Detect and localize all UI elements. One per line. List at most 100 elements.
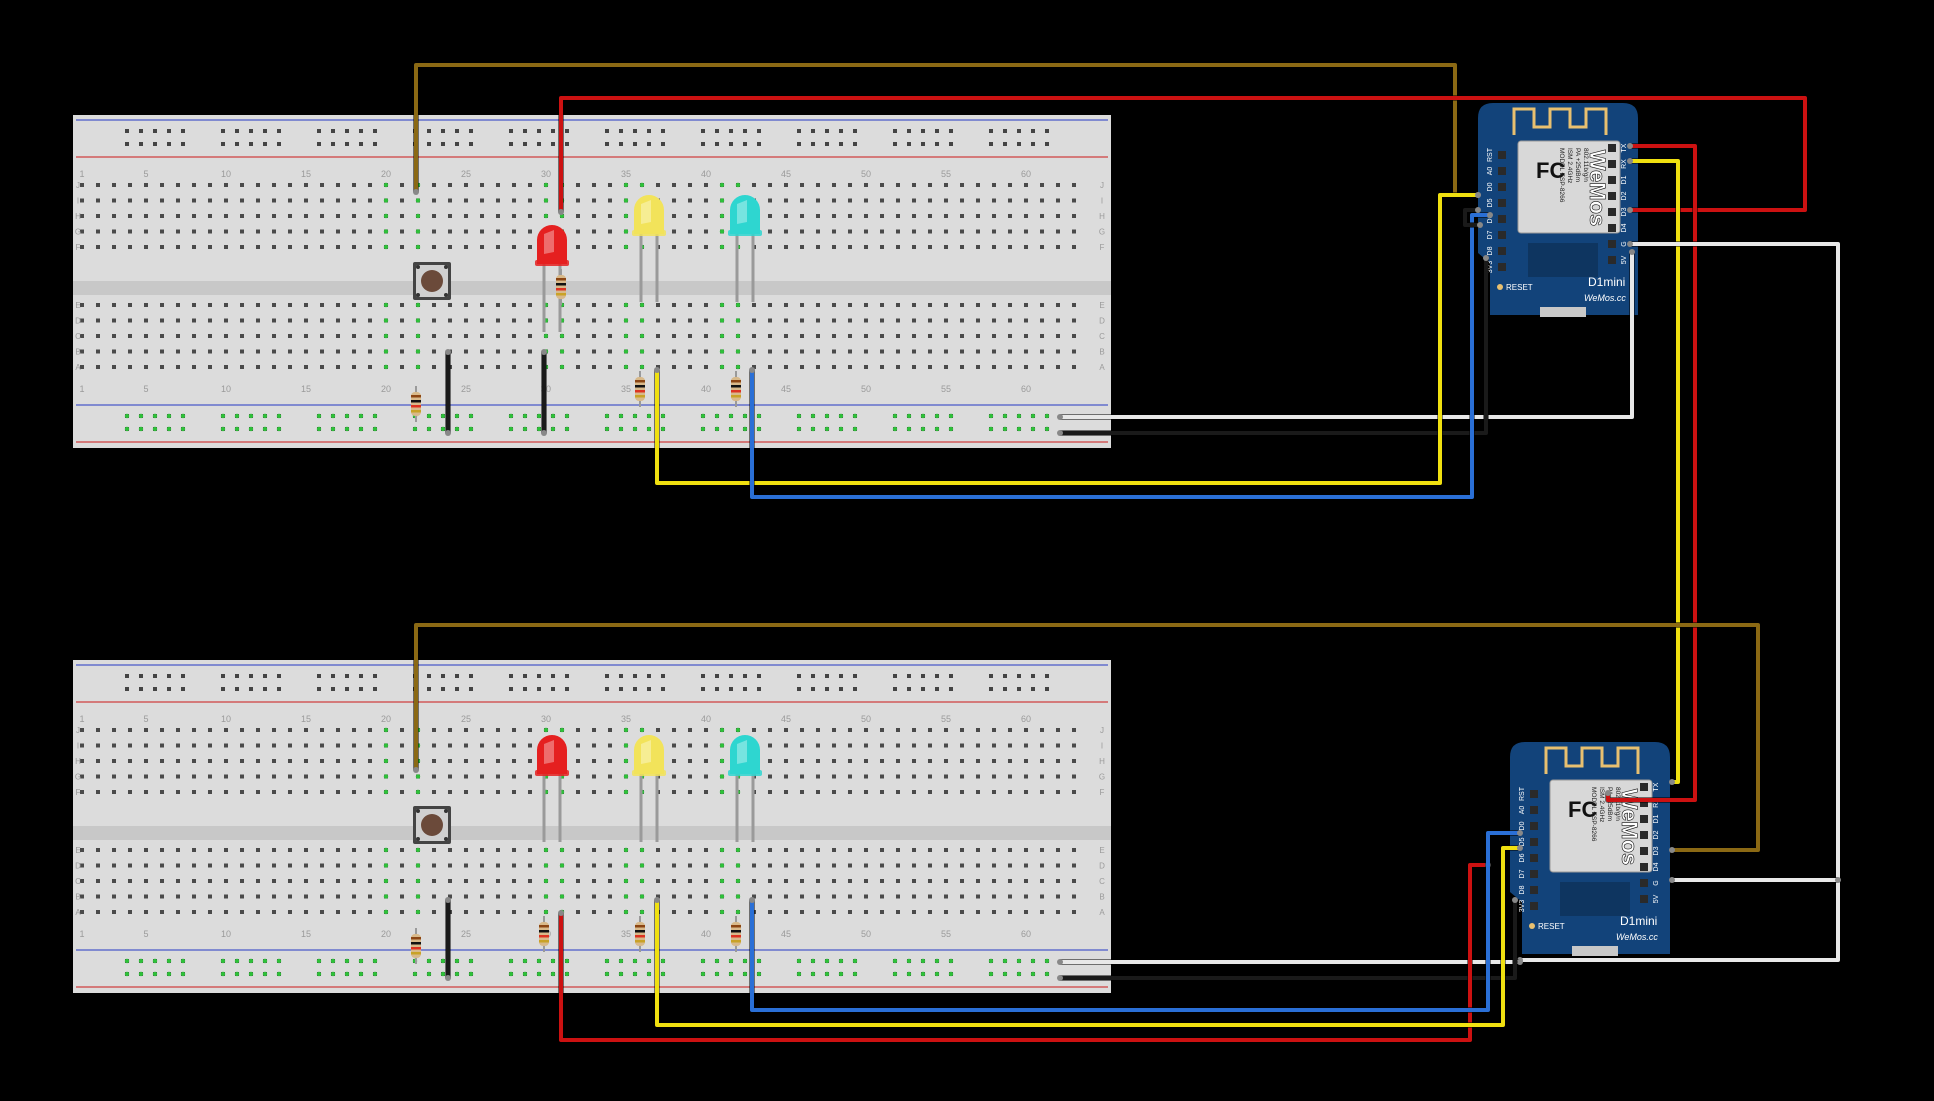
pushbutton-cap[interactable] [421,270,443,292]
breadboard-hole [240,349,244,354]
column-number: 10 [221,384,231,394]
connected-rail-hole [276,413,282,419]
breadboard-hole [800,334,804,338]
breadboard-hole [128,790,132,794]
breadboard-hole [1056,728,1060,732]
rail-hole [345,142,349,146]
connected-rail-hole [988,426,994,432]
breadboard-hole [832,743,836,748]
connected-hole [735,863,741,868]
breadboard-hole [512,303,516,307]
breadboard-hole [768,198,772,203]
breadboard-hole [928,365,932,369]
breadboard-hole [896,759,900,763]
breadboard-hole [208,790,212,794]
breadboard-hole [592,334,596,338]
breadboard-hole [288,318,292,323]
breadboard-hole [160,774,164,779]
connected-hole [415,774,421,779]
rail-hole [441,129,445,133]
connected-hole [415,244,421,250]
wire-end [1475,192,1481,198]
breadboard-hole [112,790,116,794]
breadboard-hole [528,879,532,883]
header-pin [1530,902,1538,910]
breadboard-hole [432,318,436,323]
breadboard-hole [192,365,196,369]
breadboard-hole [1008,863,1012,868]
connected-rail-hole [220,413,226,419]
led-highlight [544,740,554,764]
rail-hole [921,142,925,146]
breadboard-hole [1040,349,1044,354]
connected-rail-hole [906,971,912,977]
rail-hole [167,129,171,133]
connected-rail-hole [852,958,858,964]
breadboard-hole [704,863,708,868]
pushbutton-2[interactable] [413,806,451,844]
breadboard-hole [112,910,116,914]
breadboard-hole [464,910,468,914]
breadboard-hole [128,759,132,763]
breadboard-hole [272,863,276,868]
breadboard-hole [960,214,964,218]
connected-hole [735,182,741,188]
breadboard-hole [176,910,180,914]
connected-rail-hole [166,426,172,432]
rail-hole [1045,674,1049,678]
breadboard-hole [800,229,804,234]
led-rim [632,230,666,236]
rail-hole [853,142,857,146]
breadboard-hole [192,848,196,852]
breadboard-hole [912,198,916,203]
rail-hole [277,687,281,691]
breadboard-hole [512,365,516,369]
breadboard-hole [464,774,468,779]
rail-hole [743,687,747,691]
connected-rail-hole [440,413,446,419]
led-highlight [641,200,651,224]
rail-hole [441,674,445,678]
breadboard-hole [208,198,212,203]
breadboard-hole [608,198,612,203]
breadboard-hole [816,879,820,883]
breadboard-hole [1056,365,1060,369]
rail-hole [153,674,157,678]
breadboard-hole [688,848,692,852]
breadboard-hole [144,759,148,763]
breadboard-hole [512,318,516,323]
connected-rail-hole [742,413,748,419]
breadboard-hole [432,349,436,354]
breadboard-hole [288,245,292,249]
breadboard-hole [608,879,612,883]
pushbutton-1[interactable] [413,262,451,300]
breadboard-hole [432,198,436,203]
breadboard-hole [1072,229,1076,234]
pushbutton-cap[interactable] [421,814,443,836]
breadboard-hole [800,198,804,203]
rail-hole [551,674,555,678]
breadboard-hole [304,743,308,748]
breadboard-hole [112,183,116,187]
breadboard-hole [112,334,116,338]
column-number: 1 [79,169,84,179]
breadboard-hole [208,879,212,883]
breadboard-hole [352,303,356,307]
rail-hole [235,687,239,691]
breadboard-hole [112,774,116,779]
breadboard-hole [784,894,788,899]
wire-blue-1 [749,212,1493,500]
breadboard-hole [816,214,820,218]
column-number: 30 [541,169,551,179]
connected-hole [383,229,389,234]
row-letter: E [1099,301,1104,310]
breadboard-hole [272,214,276,218]
breadboard-hole [192,894,196,899]
connected-hole [543,878,549,884]
breadboard-hole [192,790,196,794]
breadboard-hole [1040,365,1044,369]
rail-hole [797,129,801,133]
connected-rail-hole [618,971,624,977]
breadboard-hole [672,245,676,249]
breadboard-hole [480,245,484,249]
